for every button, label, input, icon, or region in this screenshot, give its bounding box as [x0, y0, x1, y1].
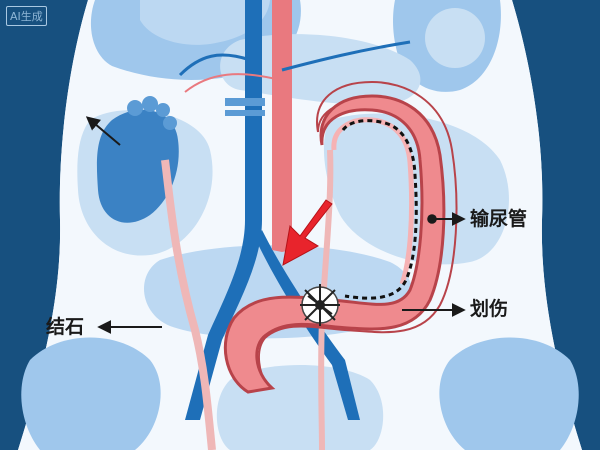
- vessel-branch-1: [178, 53, 251, 77]
- renal-vein-band-2: [225, 110, 265, 116]
- stone-icon: [300, 284, 340, 326]
- ureter-highlight: [331, 117, 415, 285]
- ureter-enlarged: [223, 94, 446, 394]
- adrenal-lobe-2: [142, 96, 158, 112]
- left-kidney: [96, 109, 179, 223]
- kidney-pointer-arrow: [85, 116, 121, 146]
- vessel-branch-2: [281, 40, 411, 72]
- ai-watermark: AI生成: [6, 6, 47, 26]
- pancreas: [220, 34, 421, 105]
- pelvis-right: [439, 337, 579, 450]
- pelvis-left: [21, 337, 161, 450]
- torso-right-edge: [512, 0, 600, 450]
- intestine-right: [323, 113, 509, 265]
- label-scratch: 划伤: [470, 298, 509, 320]
- red-arrow-icon: [282, 199, 333, 266]
- left-ureter: [161, 159, 216, 450]
- vena-cava: [185, 0, 262, 420]
- adrenal-lobe-4: [163, 116, 177, 130]
- label-stone: 结石: [46, 316, 85, 338]
- adrenal-lobe-3: [156, 103, 170, 117]
- renal-vein-band-1: [225, 98, 265, 106]
- aorta: [272, 0, 292, 252]
- vessel-branch-3: [184, 73, 281, 93]
- torso-left-edge: [0, 0, 88, 450]
- adrenal-lobe-1: [127, 100, 143, 116]
- scope-path-dashed: [341, 119, 418, 300]
- liver-highlight: [140, 0, 270, 45]
- stomach-lobe: [425, 8, 485, 68]
- label-ureter: 输尿管: [470, 208, 528, 230]
